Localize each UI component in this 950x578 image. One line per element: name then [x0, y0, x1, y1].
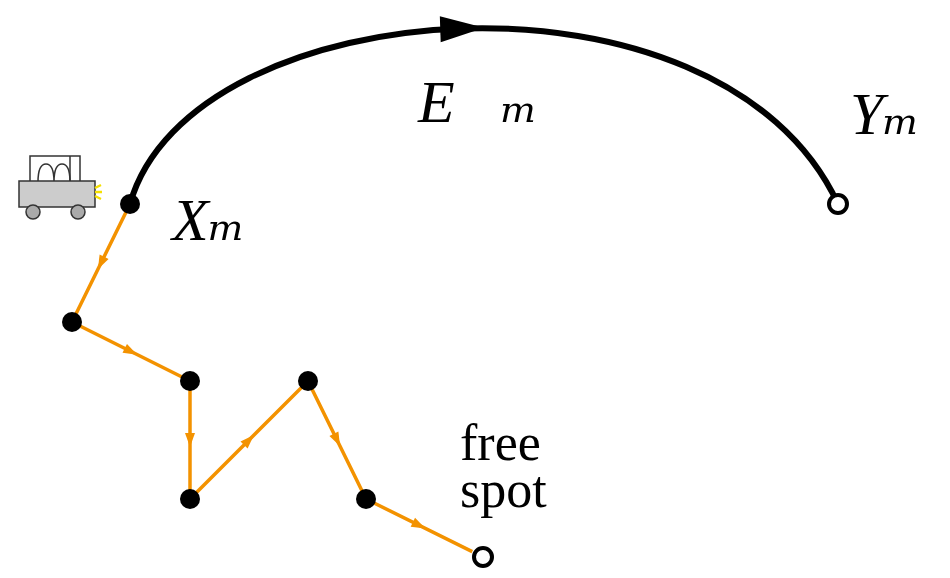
edge-label: E⃗ₘ: [418, 72, 538, 132]
point-dot: [120, 194, 140, 214]
path-dot: [298, 371, 318, 391]
arc-line: [130, 28, 838, 204]
car-wheel: [26, 205, 40, 219]
path-line: [72, 204, 472, 552]
path-arrowhead: [123, 344, 138, 355]
car-wheel: [71, 205, 85, 219]
path-dot: [180, 371, 200, 391]
point-label: Xₘ: [172, 190, 245, 250]
path-dot: [356, 489, 376, 509]
path-arrowhead: [185, 433, 195, 447]
path-arrowhead: [411, 518, 426, 529]
path-arrowhead: [329, 432, 340, 447]
point-dot: [827, 193, 849, 215]
car-seats: [38, 164, 70, 182]
car-headlight: [95, 185, 102, 199]
car-icon: [19, 156, 102, 219]
car-cabin: [30, 156, 80, 182]
point-label: Yₘ: [850, 84, 920, 144]
point-dot: [472, 546, 494, 568]
arc-arrowhead: [440, 16, 484, 42]
path-connector: [62, 204, 472, 552]
arc-connector: [130, 16, 838, 204]
path-dot: [180, 489, 200, 509]
point-label: free spot: [460, 420, 590, 514]
path-dot: [62, 312, 82, 332]
path-arrowhead: [241, 435, 254, 448]
path-arrowhead: [98, 255, 109, 270]
car-body: [19, 181, 95, 207]
